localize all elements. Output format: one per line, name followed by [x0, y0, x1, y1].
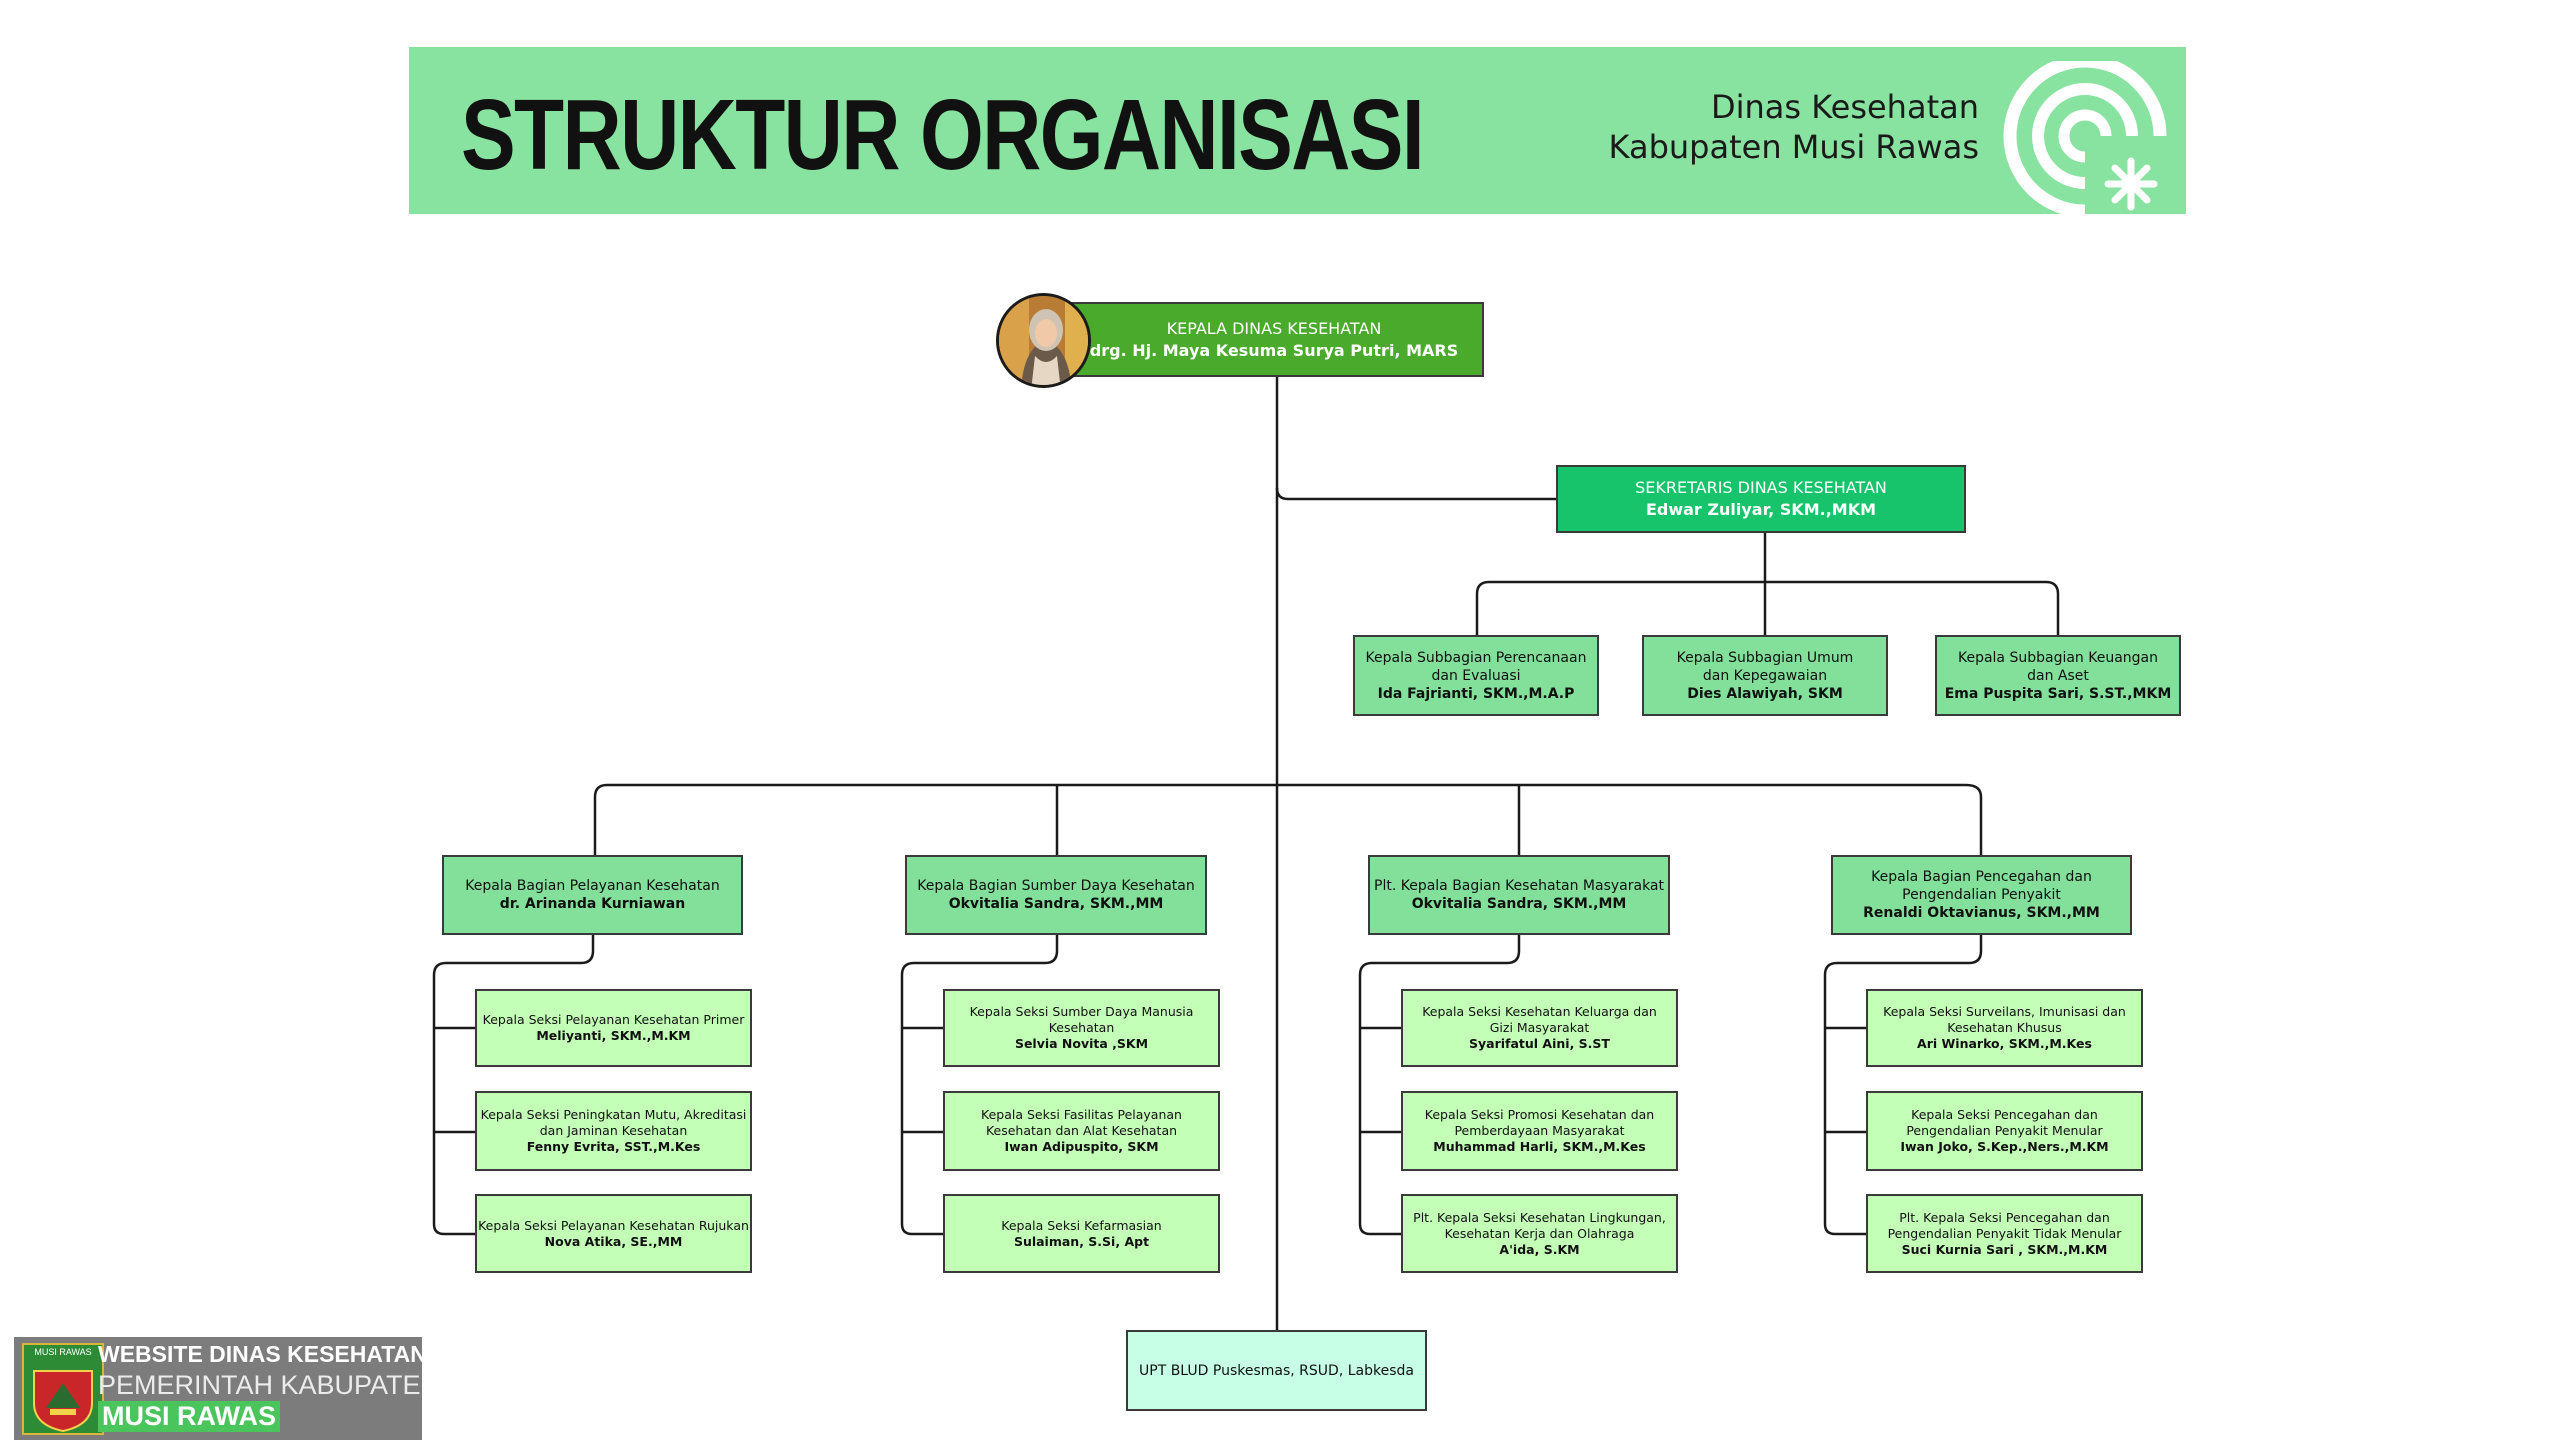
subbagian-title-line1: Kepala Subbagian Perencanaan [1365, 649, 1587, 666]
seksi-title-line2: Kesehatan Khusus [1947, 1020, 2062, 1035]
seksi-name: Sulaiman, S.Si, Apt [1013, 1233, 1150, 1249]
seksi-name: Suci Kurnia Sari , SKM.,M.KM [1901, 1241, 2108, 1257]
seksi-box[interactable]: Kepala Seksi Fasilitas Pelayanan Kesehat… [943, 1091, 1220, 1171]
seksi-box[interactable]: Kepala Seksi Sumber Daya Manusia Kesehat… [943, 989, 1220, 1067]
seksi-title-line2: Pemberdayaan Masyarakat [1454, 1123, 1625, 1138]
seksi-box[interactable]: Kepala Seksi Pencegahan dan Pengendalian… [1866, 1091, 2143, 1171]
head-of-office-box[interactable]: KEPALA DINAS KESEHATAN drg. Hj. Maya Kes… [1064, 302, 1484, 377]
seksi-title-line1: Kepala Seksi Pelayanan Kesehatan Rujukan [478, 1217, 749, 1233]
seksi-box[interactable]: Kepala Seksi Kefarmasian Sulaiman, S.Si,… [943, 1194, 1220, 1273]
organization-name: Dinas Kesehatan Kabupaten Musi Rawas [1609, 87, 1979, 167]
seksi-name: Nova Atika, SE.,MM [544, 1233, 683, 1249]
secretary-box[interactable]: SEKRETARIS DINAS KESEHATAN Edwar Zuliyar… [1556, 465, 1966, 533]
seksi-box[interactable]: Plt. Kepala Seksi Kesehatan Lingkungan, … [1401, 1194, 1678, 1273]
bagian-box-pelayanan[interactable]: Kepala Bagian Pelayanan Kesehatan dr. Ar… [442, 855, 743, 935]
bagian-title-line1: Kepala Bagian Pelayanan Kesehatan [465, 878, 720, 894]
seksi-box[interactable]: Kepala Seksi Kesehatan Keluarga dan Gizi… [1401, 989, 1678, 1067]
subbagian-title-line2: dan Aset [2027, 667, 2089, 684]
seksi-title-line2: dan Jaminan Kesehatan [539, 1123, 688, 1138]
subbagian-name: Ida Fajrianti, SKM.,M.A.P [1377, 685, 1575, 702]
seksi-title-line1: Plt. Kepala Seksi Pencegahan dan [1899, 1209, 2110, 1225]
seksi-box[interactable]: Kepala Seksi Peningkatan Mutu, Akreditas… [475, 1091, 752, 1171]
subbagian-title-line2: dan Evaluasi [1431, 667, 1521, 684]
bagian-name: Okvitalia Sandra, SKM.,MM [948, 896, 1164, 912]
seksi-name: Ari Winarko, SKM.,M.Kes [1917, 1036, 2092, 1051]
bagian-name: dr. Arinanda Kurniawan [499, 896, 686, 912]
seksi-title-line1: Kepala Seksi Kesehatan Keluarga dan [1422, 1004, 1657, 1019]
bagian-title-line1: Kepala Bagian Sumber Daya Kesehatan [917, 878, 1195, 894]
seksi-title-line2: Kesehatan [1048, 1020, 1115, 1035]
organization-name-line1: Dinas Kesehatan [1710, 88, 1979, 126]
subbagian-title-line2: dan Kepegawaian [1702, 667, 1828, 684]
bagian-title-line2: Pengendalian Penyakit [1902, 887, 2061, 903]
seksi-name: A'ida, S.KM [1499, 1241, 1580, 1257]
seksi-title-line1: Kepala Seksi Surveilans, Imunisasi dan [1883, 1004, 2126, 1019]
header-banner: STRUKTUR ORGANISASI Dinas Kesehatan Kabu… [409, 47, 2186, 214]
seksi-name: Iwan Joko, S.Kep.,Ners.,M.KM [1900, 1139, 2109, 1154]
seksi-box[interactable]: Kepala Seksi Pelayanan Kesehatan Primer … [475, 989, 752, 1067]
subbagian-box-umum[interactable]: Kepala Subbagian Umum dan Kepegawaian Di… [1642, 635, 1888, 716]
logo-icon [2003, 61, 2167, 214]
seksi-title-line2: Gizi Masyarakat [1489, 1020, 1590, 1035]
subbagian-box-perencanaan[interactable]: Kepala Subbagian Perencanaan dan Evaluas… [1353, 635, 1599, 716]
seksi-title-line2: Kesehatan Kerja dan Olahraga [1444, 1225, 1635, 1241]
secretary-name: Edwar Zuliyar, SKM.,MKM [1645, 500, 1877, 519]
bagian-box-p2p[interactable]: Kepala Bagian Pencegahan dan Pengendalia… [1831, 855, 2132, 935]
bagian-box-kesmas[interactable]: Plt. Kepala Bagian Kesehatan Masyarakat … [1368, 855, 1670, 935]
seksi-title-line2: Pengendalian Penyakit Menular [1906, 1123, 2103, 1138]
seksi-title-line1: Kepala Seksi Pencegahan dan [1911, 1107, 2098, 1122]
emblem-label: MUSI RAWAS [34, 1347, 92, 1357]
seksi-title-line1: Kepala Seksi Promosi Kesehatan dan [1424, 1107, 1655, 1122]
bagian-name: Renaldi Oktavianus, SKM.,MM [1863, 905, 2100, 921]
seksi-name: Selvia Novita ,SKM [1014, 1036, 1149, 1051]
seksi-name: Fenny Evrita, SST.,M.Kes [526, 1139, 701, 1154]
head-role: KEPALA DINAS KESEHATAN [1166, 318, 1382, 338]
seksi-box[interactable]: Plt. Kepala Seksi Pencegahan dan Pengend… [1866, 1194, 2143, 1273]
seksi-box[interactable]: Kepala Seksi Pelayanan Kesehatan Rujukan… [475, 1194, 752, 1273]
regency-emblem-icon: MUSI RAWAS [22, 1343, 104, 1435]
seksi-name: Iwan Adipuspito, SKM [1004, 1139, 1159, 1154]
watermark-line1: WEBSITE DINAS KESEHATAN [98, 1341, 422, 1367]
seksi-name: Meliyanti, SKM.,M.KM [536, 1028, 691, 1043]
person-photo-icon [999, 296, 1088, 385]
seksi-name: Syarifatul Aini, S.ST [1469, 1036, 1610, 1051]
seksi-title-line2: Kesehatan dan Alat Kesehatan [985, 1123, 1178, 1138]
watermark-line2: PEMERINTAH KABUPATEN [98, 1370, 422, 1400]
seksi-title-line1: Kepala Seksi Peningkatan Mutu, Akreditas… [480, 1107, 747, 1122]
head-name: drg. Hj. Maya Kesuma Surya Putri, MARS [1089, 340, 1459, 360]
seksi-title-line1: Kepala Seksi Fasilitas Pelayanan [981, 1107, 1182, 1122]
bagian-title-line1: Kepala Bagian Pencegahan dan [1871, 869, 2092, 885]
seksi-title-line1: Kepala Seksi Pelayanan Kesehatan Primer [482, 1012, 745, 1027]
secretary-role: SEKRETARIS DINAS KESEHATAN [1635, 478, 1887, 497]
watermark-line3: MUSI RAWAS [98, 1401, 281, 1432]
seksi-name: Muhammad Harli, SKM.,M.Kes [1433, 1139, 1646, 1154]
organization-name-line2: Kabupaten Musi Rawas [1608, 128, 1979, 166]
head-avatar [996, 293, 1091, 388]
seksi-title-line1: Kepala Seksi Sumber Daya Manusia [969, 1004, 1194, 1019]
seksi-box[interactable]: Kepala Seksi Promosi Kesehatan dan Pembe… [1401, 1091, 1678, 1171]
seksi-title-line1: Kepala Seksi Kefarmasian [1001, 1217, 1162, 1233]
subbagian-box-keuangan[interactable]: Kepala Subbagian Keuangan dan Aset Ema P… [1935, 635, 2181, 716]
subbagian-name: Dies Alawiyah, SKM [1687, 685, 1843, 702]
subbagian-title-line1: Kepala Subbagian Umum [1676, 649, 1854, 666]
bagian-name: Okvitalia Sandra, SKM.,MM [1411, 896, 1627, 912]
subbagian-title-line1: Kepala Subbagian Keuangan [1957, 649, 2159, 666]
upt-label: UPT BLUD Puskesmas, RSUD, Labkesda [1139, 1362, 1414, 1379]
page-title: STRUKTUR ORGANISASI [461, 79, 1425, 191]
bagian-title-line1: Plt. Kepala Bagian Kesehatan Masyarakat [1374, 878, 1664, 894]
seksi-box[interactable]: Kepala Seksi Surveilans, Imunisasi dan K… [1866, 989, 2143, 1067]
seksi-title-line1: Plt. Kepala Seksi Kesehatan Lingkungan, [1413, 1209, 1666, 1225]
website-watermark: MUSI RAWAS WEBSITE DINAS KESEHATAN PEMER… [14, 1337, 422, 1440]
seksi-title-line2: Pengendalian Penyakit Tidak Menular [1887, 1225, 2122, 1241]
bagian-box-sumber-daya[interactable]: Kepala Bagian Sumber Daya Kesehatan Okvi… [905, 855, 1207, 935]
upt-box[interactable]: UPT BLUD Puskesmas, RSUD, Labkesda [1126, 1330, 1427, 1411]
subbagian-name: Ema Puspita Sari, S.ST.,MKM [1944, 685, 2172, 702]
